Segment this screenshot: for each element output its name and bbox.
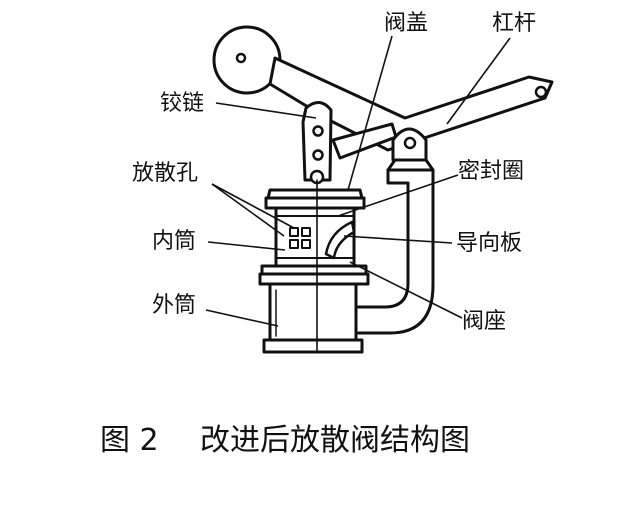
label-seal-ring: 密封圈 (458, 159, 524, 184)
lever-pivot-bracket (391, 127, 428, 162)
leader-lines (205, 35, 511, 327)
figure-caption: 图 2 改进后放散阀结构图 (100, 423, 470, 458)
outer-cylinder (268, 282, 358, 342)
caption-title: 改进后放散阀结构图 (200, 423, 470, 458)
label-outer-cylinder: 外筒 (152, 293, 196, 318)
label-lever: 杠杆 (492, 11, 536, 36)
label-valve-seat: 阀座 (462, 309, 506, 334)
label-valve-cover: 阀盖 (384, 11, 428, 36)
hinge-link (301, 101, 333, 185)
label-hinge: 铰链 (160, 91, 204, 116)
caption-figure-number: 图 2 (100, 423, 159, 458)
label-inner-cylinder: 内筒 (152, 229, 196, 254)
guide-plate (324, 220, 356, 260)
label-vent-holes: 放散孔 (132, 161, 198, 186)
outer-cylinder-base (262, 338, 364, 354)
label-guide-plate: 导向板 (456, 231, 522, 256)
